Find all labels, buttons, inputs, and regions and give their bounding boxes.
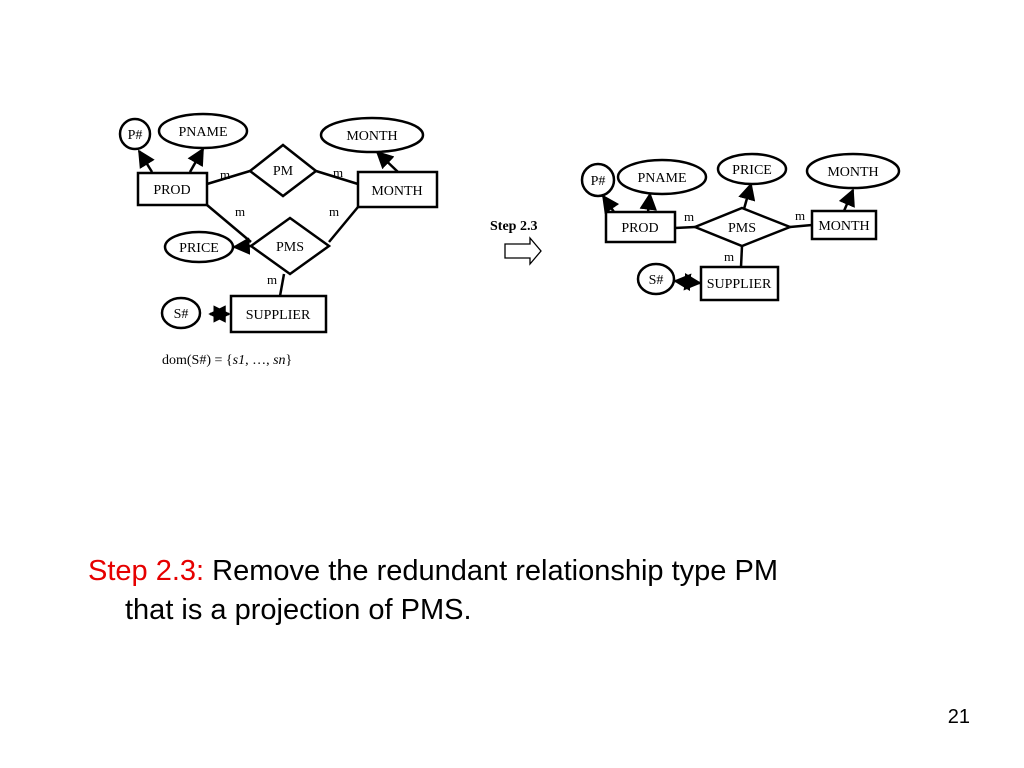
domain-note-suffix: } (286, 353, 293, 368)
relationship-pm-label: PM (273, 164, 294, 179)
r-relationship-pms: PMS (691, 206, 794, 248)
attr-month: MONTH (319, 116, 425, 154)
r-cardinality-pms-supplier: m (724, 249, 734, 264)
entity-supplier-label: SUPPLIER (246, 308, 311, 323)
pms-supplier-link (278, 273, 286, 297)
r-entity-month-label: MONTH (818, 219, 869, 234)
entity-month-label: MONTH (371, 184, 422, 199)
cardinality-prod-pm: m (220, 167, 230, 182)
pms-price-link (232, 237, 252, 255)
left-connectors (137, 147, 399, 323)
attr-pnum: P# (118, 117, 152, 151)
domain-note-middle: , …, (245, 353, 273, 368)
month-monthattr-link (375, 150, 399, 173)
r-pms-month-link (789, 223, 813, 229)
slide-number: 21 (947, 706, 970, 728)
relationship-pms: PMS (248, 216, 332, 276)
r-pms-price-link (738, 182, 756, 210)
prod-pname-link (187, 147, 205, 173)
left-er-diagram: P# PNAME MONTH PRICE S# PROD MONTH (118, 112, 439, 368)
r-entity-month: MONTH (810, 209, 878, 241)
r-attr-pname: PNAME (616, 158, 708, 196)
domain-note-prefix: dom(S#) = { (162, 353, 233, 368)
hollow-right-arrow-icon (504, 236, 542, 266)
relationship-pms-label: PMS (276, 240, 304, 255)
r-attr-snum-label: S# (649, 273, 664, 288)
right-er-diagram: P# PNAME PRICE MONTH S# PROD MONTH SUP (580, 152, 901, 302)
r-attr-pnum-label: P# (591, 174, 606, 189)
attr-month-label: MONTH (346, 129, 397, 144)
caption-line-1: Step 2.3: Remove the redundant relations… (88, 552, 928, 591)
r-pms-supplier-link (739, 245, 744, 268)
pms-month-link (328, 206, 359, 243)
attr-pname-label: PNAME (178, 125, 227, 140)
attr-pname: PNAME (157, 112, 249, 150)
r-entity-prod-label: PROD (621, 221, 658, 236)
er-diagram-canvas: P# PNAME MONTH PRICE S# PROD MONTH (118, 112, 901, 368)
r-attr-price: PRICE (716, 152, 788, 186)
entity-supplier: SUPPLIER (229, 294, 328, 334)
cardinality-pms-supplier: m (267, 272, 277, 287)
r-attr-snum: S# (636, 262, 676, 296)
domain-note-s1: s1 (233, 353, 245, 368)
r-attr-pnum: P# (580, 162, 616, 198)
r-prod-pname-link (639, 192, 657, 213)
right-connectors (601, 182, 855, 291)
caption-step-label: Step 2.3: (88, 555, 205, 587)
r-entity-supplier: SUPPLIER (699, 265, 780, 302)
caption-text-line-1: Remove the redundant relationship type P… (204, 555, 778, 587)
pm-month-link (315, 169, 359, 186)
r-attr-month-label: MONTH (827, 165, 878, 180)
r-relationship-pms-label: PMS (728, 221, 756, 236)
r-supplier-snum-link (673, 273, 702, 291)
attr-price: PRICE (163, 230, 235, 264)
prod-pms-link (206, 204, 252, 243)
prod-pm-link (206, 169, 251, 186)
prod-pnum-link (137, 149, 155, 173)
r-attr-month: MONTH (805, 152, 901, 190)
r-prod-pms-link (674, 225, 696, 230)
cardinality-pms-month: m (329, 204, 339, 219)
r-prod-pnum-link (601, 194, 620, 214)
slide-caption: Step 2.3: Remove the redundant relations… (88, 552, 928, 630)
r-entity-supplier-label: SUPPLIER (707, 277, 772, 292)
cardinality-pm-month: m (333, 165, 343, 180)
transition-step-label: Step 2.3 (490, 219, 537, 234)
domain-note-sn: sn (273, 353, 285, 368)
domain-note: dom(S#) = {s1, …, sn} (162, 353, 292, 368)
entity-prod: PROD (136, 171, 209, 207)
r-cardinality-pms-month: m (795, 208, 805, 223)
attr-pnum-label: P# (128, 128, 143, 143)
r-cardinality-prod-pms: m (684, 209, 694, 224)
r-attr-price-label: PRICE (732, 163, 772, 178)
attr-snum: S# (160, 296, 202, 330)
caption-text-line-2: that is a projection of PMS. (125, 594, 472, 626)
entity-month: MONTH (356, 170, 439, 209)
attr-price-label: PRICE (179, 241, 219, 256)
r-attr-pname-label: PNAME (637, 171, 686, 186)
attr-snum-label: S# (174, 307, 189, 322)
cardinality-prod-pms: m (235, 204, 245, 219)
step-transition: Step 2.3 (490, 219, 542, 266)
relationship-pm: PM (247, 143, 319, 198)
r-month-monthattr-link (838, 188, 855, 212)
r-entity-prod: PROD (604, 210, 677, 244)
entity-prod-label: PROD (153, 183, 190, 198)
